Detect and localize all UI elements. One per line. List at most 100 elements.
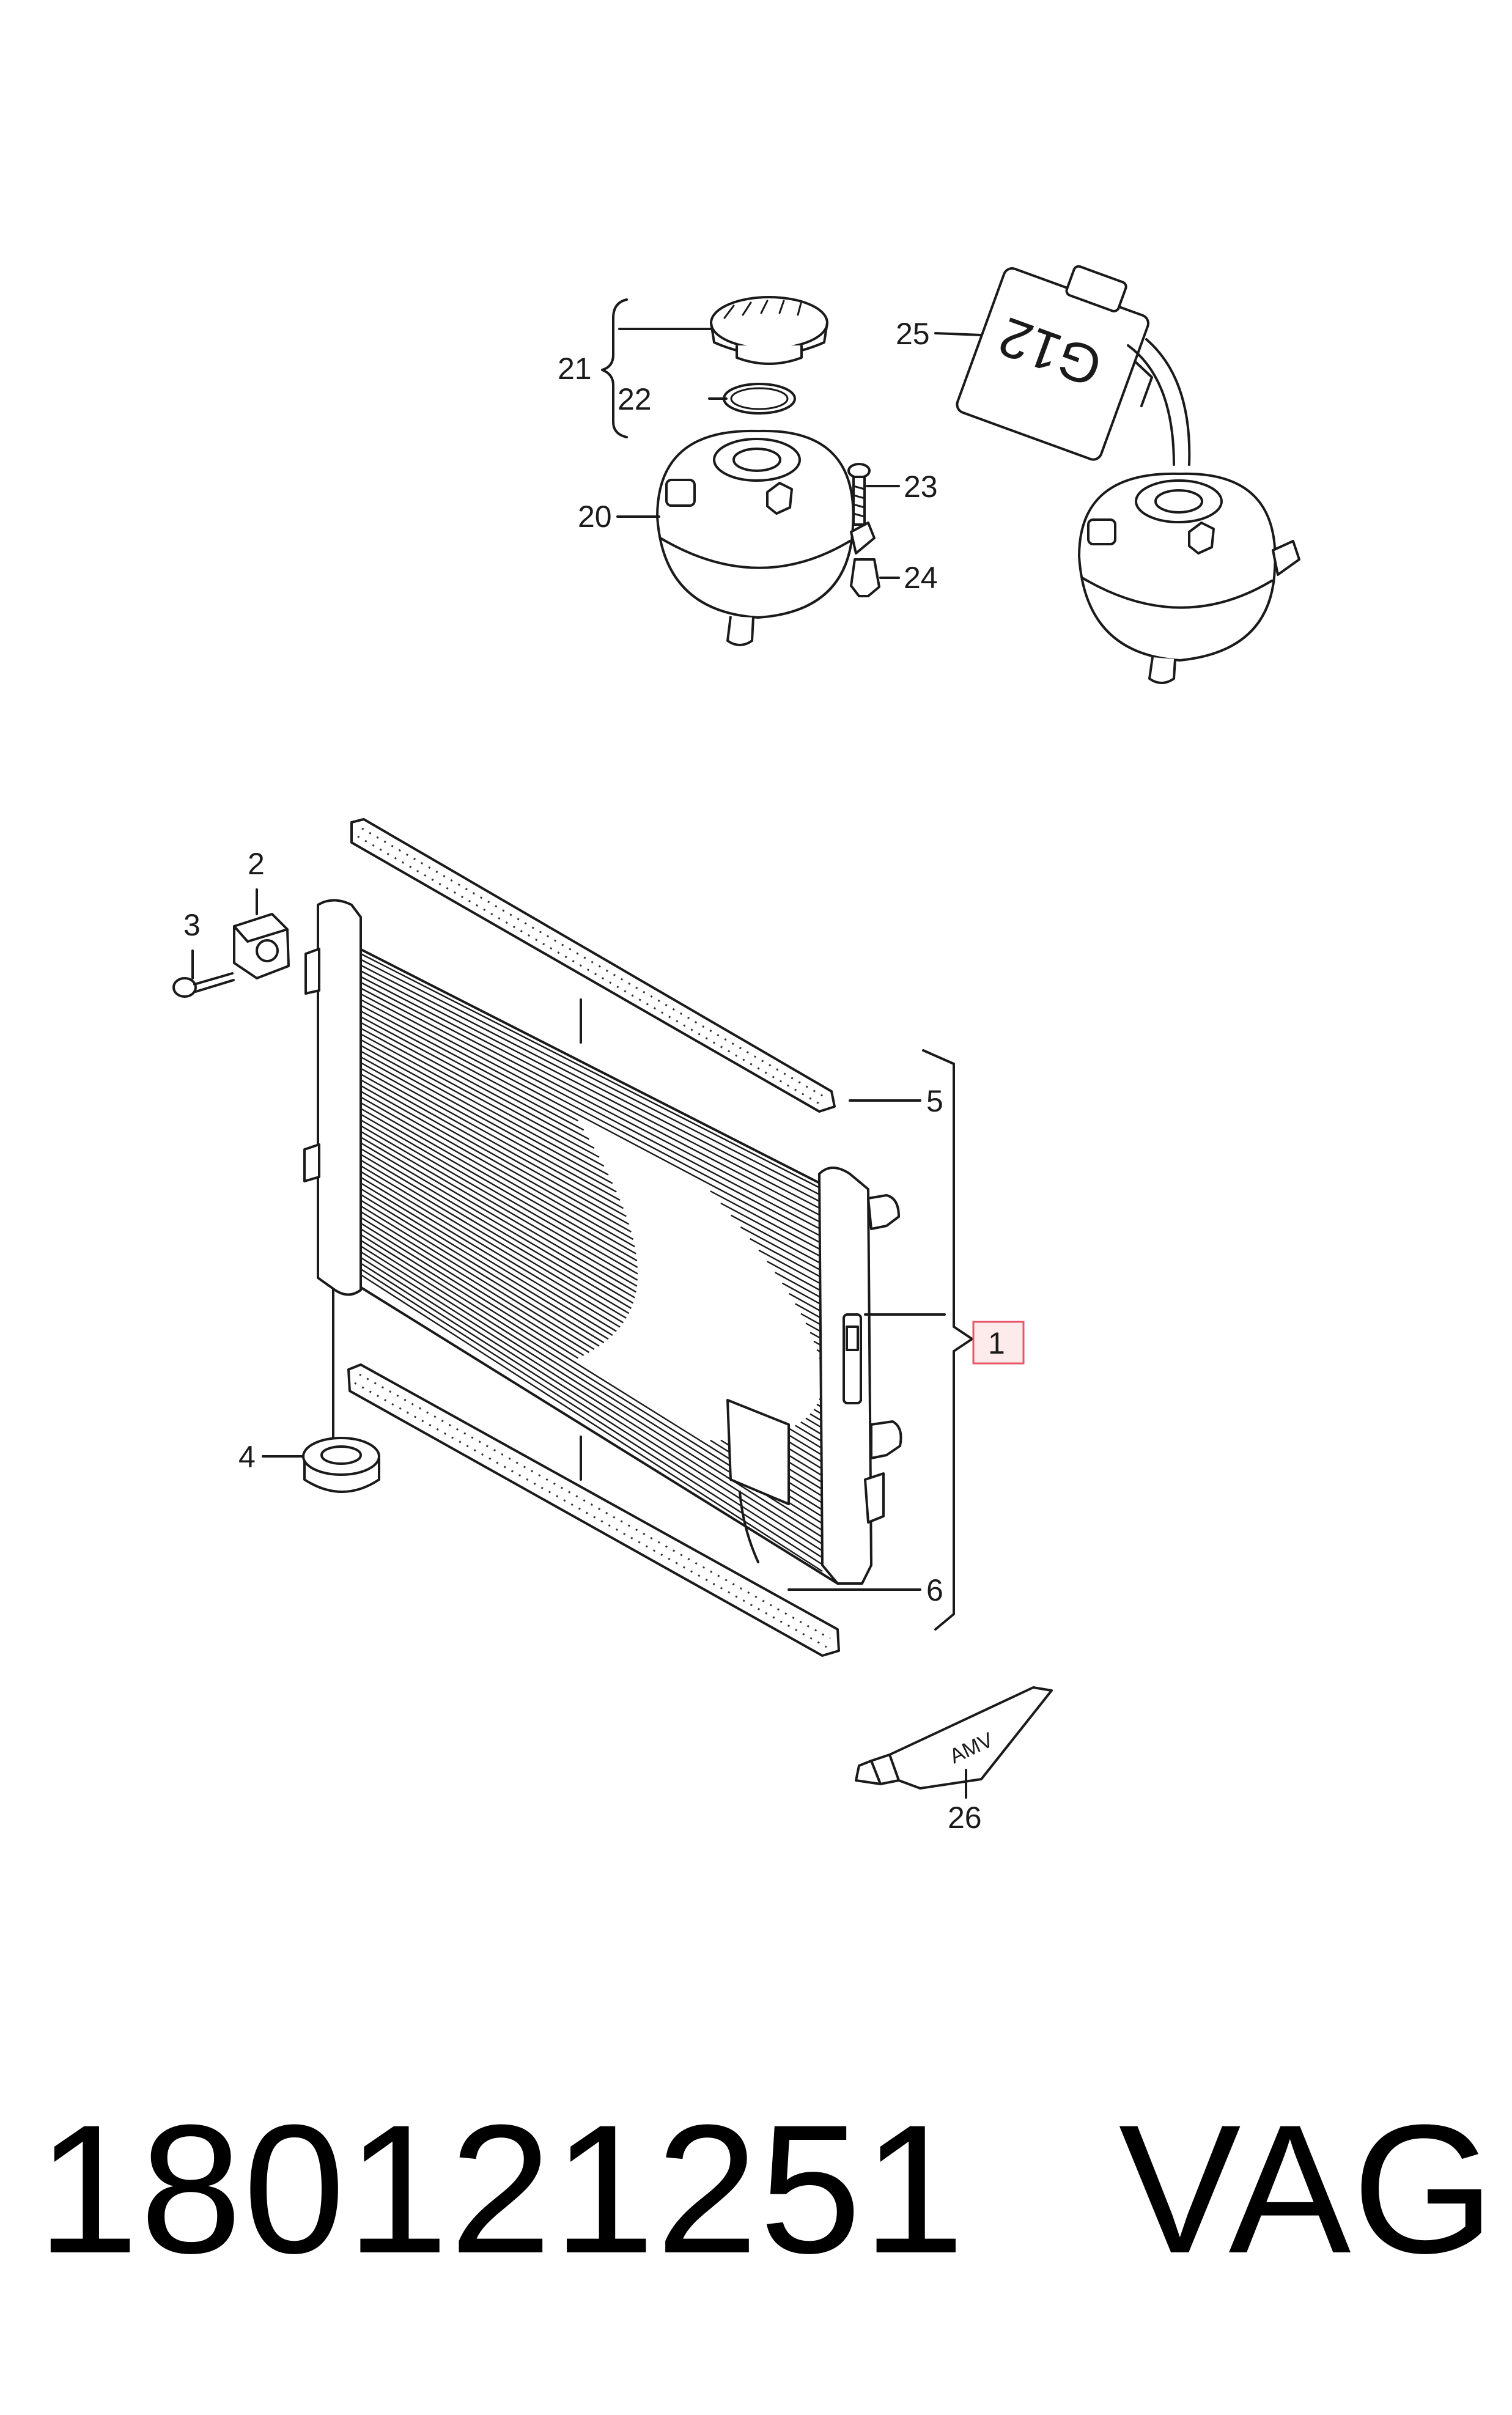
- radiator-fin-line: [360, 1200, 600, 1347]
- radiator-fin-line: [360, 1188, 609, 1340]
- callout-labels: 21 22 20 23 24 25 2 3 5 1 4 6 26: [183, 317, 1025, 1835]
- mounting-bracket: [233, 913, 290, 979]
- radiator: [303, 899, 902, 1585]
- radiator-fin-line: [360, 1044, 613, 1184]
- radiator-fin-line: [360, 1251, 823, 1545]
- radiator-fin-line: [360, 1096, 636, 1255]
- footer-caption: 180121251 VAG: [37, 2060, 1495, 2317]
- radiator-fin-line: [781, 1282, 823, 1306]
- radiator-fin-line: [789, 1292, 823, 1313]
- radiator-fin-line: [800, 1313, 823, 1327]
- radiator-fin-line: [360, 970, 823, 1211]
- radiator-fin-line: [360, 964, 823, 1204]
- radiator-fin-line: [360, 1079, 632, 1233]
- radiator-fin-line: [805, 1417, 823, 1429]
- radiator-fin-line: [360, 998, 823, 1245]
- callout-21: 21: [558, 352, 592, 386]
- radiator-fin-line: [750, 1238, 823, 1279]
- radiator-fin-line: [360, 1176, 617, 1332]
- upper-seal-strip: [350, 818, 836, 1113]
- radiator-fin-line: [360, 1182, 613, 1336]
- callout-6: 6: [926, 1573, 943, 1607]
- radiator-fin-line: [360, 953, 823, 1190]
- radiator-fin-line: [795, 1425, 823, 1442]
- radiator-fin-line: [360, 993, 823, 1238]
- tank-illustration: [1078, 472, 1300, 684]
- radiator-fin-line: [360, 1022, 595, 1149]
- radiator-fin-line: [360, 1027, 600, 1158]
- radiator-fin-line: [720, 1202, 823, 1258]
- radiator-fin-line: [775, 1272, 823, 1299]
- radiator-fin-line: [360, 1159, 627, 1319]
- radiator-fin-line: [360, 1010, 585, 1131]
- radiator-fin-line: [360, 1268, 823, 1565]
- callout-20: 20: [578, 500, 612, 534]
- callout-25: 25: [896, 317, 930, 351]
- radiator-fin-line: [360, 976, 823, 1217]
- rubber-mount: [302, 1437, 380, 1493]
- brand-name: VAG: [1118, 2086, 1496, 2291]
- radiator-fin-line: [360, 1154, 630, 1314]
- radiator-fin-line: [360, 1016, 590, 1140]
- radiator-fin-line: [360, 1148, 632, 1309]
- radiator-fin-line: [360, 987, 823, 1231]
- radiator-fin-line: [360, 1113, 638, 1275]
- radiator-fin-line: [800, 1421, 823, 1436]
- callout-24: 24: [904, 561, 938, 595]
- radiator-fin-line: [360, 1171, 621, 1328]
- callout-23: 23: [904, 470, 938, 504]
- bolt: [847, 463, 871, 526]
- radiator-fin-line: [360, 1108, 638, 1268]
- radiator-fin-line: [360, 1245, 823, 1538]
- radiator-fin-line: [740, 1226, 823, 1272]
- radiator-fin-line: [360, 1005, 579, 1122]
- radiator-fin-line: [360, 1165, 624, 1324]
- radiator-fin-line: [360, 1039, 609, 1176]
- radiator-fin-line: [730, 1214, 823, 1265]
- callout-22: 22: [618, 382, 652, 416]
- radiator-fin-line: [360, 1136, 635, 1299]
- filler-cap: [710, 296, 828, 365]
- radiator-fin-line: [360, 1263, 823, 1558]
- radiator-fin-line: [360, 1073, 630, 1225]
- radiator-fin-line: [360, 1119, 638, 1281]
- radiator-fin-line: [795, 1303, 823, 1320]
- expansion-tank-assembly: [656, 296, 880, 646]
- clip-nut: [850, 558, 880, 597]
- radiator-fin-line: [360, 1085, 634, 1241]
- radiator-fin-line: [360, 1056, 621, 1201]
- radiator-fin-line: [360, 1090, 635, 1248]
- tank-body: [656, 429, 876, 646]
- radiator-fin-line: [360, 981, 823, 1224]
- radiator-fin-line: [360, 1211, 590, 1354]
- radiator-fin-line: [360, 1205, 595, 1351]
- callout-1: 1: [988, 1326, 1005, 1360]
- radiator-fin-line: [788, 1428, 823, 1450]
- coolant-bottle-illustration: G12: [956, 265, 1300, 684]
- lower-seal-strip: [347, 1363, 840, 1657]
- callout-2: 2: [248, 847, 265, 881]
- callout-3: 3: [183, 908, 201, 942]
- callout-1-highlight: 1: [972, 1321, 1025, 1365]
- bracket-bolt: [172, 972, 235, 998]
- radiator-fin-line: [360, 1193, 605, 1344]
- radiator-fin-line: [758, 1249, 823, 1286]
- radiator-fin-line: [360, 1102, 638, 1261]
- callout-4: 4: [238, 1440, 256, 1474]
- radiator-fin-line: [360, 1222, 579, 1359]
- radiator-fin-line: [360, 1256, 823, 1552]
- radiator-fin-line: [360, 1142, 634, 1304]
- radiator-fin-line: [360, 959, 823, 1197]
- sealant-tube: AMV: [855, 1686, 1053, 1790]
- radiator-fin-line: [360, 1050, 617, 1193]
- radiator-fin-line: [360, 1130, 636, 1293]
- radiator-fin-line: [360, 1033, 605, 1167]
- part-number: 180121251: [37, 2086, 966, 2291]
- radiator-fin-line: [360, 1125, 638, 1287]
- radiator-fin-line: [710, 1190, 823, 1252]
- radiator-fin-line: [360, 1067, 627, 1217]
- callout-5: 5: [926, 1084, 943, 1118]
- radiator-fin-line: [360, 1062, 624, 1209]
- leader-lines: [191, 298, 983, 1799]
